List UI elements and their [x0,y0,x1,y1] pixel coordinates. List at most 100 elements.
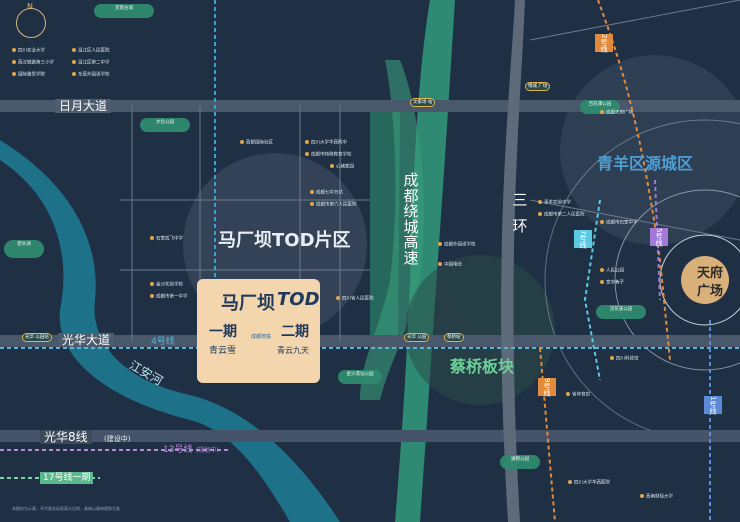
school-icon [600,220,604,224]
project-phase1-name: 青云雪 [209,346,237,356]
school-icon [72,72,76,76]
project-logo: 马厂坝 [221,293,275,314]
poi-icon [310,190,314,194]
poi-label: 四川大学华西附中 [311,140,347,146]
road-guanghua8-note: (建设中) [104,435,131,443]
school-icon [305,152,309,156]
park-tongzi: 通锦公园 [500,455,540,469]
map-footnote: 本图仅为示意，不代表实际距离与比例，具体以政府规划为准 [12,506,120,511]
poi-left-1: 西汉铁路第三小学 [12,60,54,67]
district-qingyang: 青羊区源城区 [597,154,694,173]
metro-line13-label: 13号线 [163,445,193,455]
school-icon [640,494,644,498]
poi-right-2: 成都市第二人民医院 [538,212,585,219]
district-tianfu-1: 天府 [697,266,724,281]
district-tod: 马厂坝TOD片区 [218,230,351,251]
poi-right-5: 宽窄巷子 [600,280,624,287]
project-phase1: 一期 [209,324,237,340]
project-card[interactable]: 马厂坝 TOD 一期 青云雪 成都地铁 二期 青云九天 [197,279,320,383]
poi-right-1: 青羊实验中学 [538,200,571,207]
poi-right-3: 成都市石室中学 [600,220,638,227]
park-bishui: 碧水湖 [4,240,44,258]
metro-line4-label: 4号线 [151,337,175,347]
poi-left-3: 温江区人民医院 [72,48,110,55]
hospital-icon [72,48,76,52]
compass-north-label: N [27,2,33,11]
project-phase2-name: 青云九天 [277,346,309,355]
poi-center-6: 石室成飞中学 [150,236,183,243]
poi-label: 成都市第一中学 [156,294,188,300]
poi-icon [240,140,244,144]
poi-label: 省体育馆 [572,392,590,398]
school-icon [438,242,442,246]
project-phase2: 二期 [281,324,309,340]
park-jinquan: 金沙遗址公园 [338,370,382,384]
school-icon [150,236,154,240]
poi-center-1: 四川大学华西附中 [305,140,347,147]
metro-line9-label: 9号线 [538,378,556,397]
poi-label: 中国电信 [444,262,462,268]
poi-center-7: 金沙实验学校 [150,282,183,289]
poi-center-3: 心绪家园 [330,164,354,171]
poi-label: 成都市第二人民医院 [544,212,585,218]
poi-label: 四川省人民医院 [342,296,374,302]
poi-label: 青羊实验中学 [544,200,571,206]
road-guanghua8: 光华8线 [40,430,92,444]
metro-line2-label: 2号线 [595,34,613,53]
hospital-icon [336,296,340,300]
metro-line5-label: 5号线 [650,228,668,247]
poi-label: 人民公园 [606,268,624,274]
station-wenjia: 文家场 站 [410,98,436,107]
poi-center-11: 中国电信 [438,262,462,269]
park-wenzhou: 文化公园 [140,118,190,132]
poi-label: 温江区人民医院 [78,48,110,54]
poi-label: 四川农业大学 [18,48,45,54]
school-icon [12,72,16,76]
project-badge: 成都地铁 [251,334,272,340]
metro-line13-note: (规划中) [196,447,219,454]
poi-icon [438,262,442,266]
poi-icon [330,164,334,168]
poi-label: 成都市第六人民医院 [316,202,357,208]
poi-left-2: 国际雅思学院 [12,72,45,79]
third-ring-label-1: 三 [512,191,528,209]
poi-label: 心绪家园 [336,164,354,170]
school-icon [150,294,154,298]
poi-label: 成都外国语学校 [444,242,476,248]
poi-label: 四川科技馆 [616,356,639,362]
school-icon [72,60,76,64]
poi-center-4: 成都七中万达 [310,190,343,197]
poi-left-5: 东辰外国语学校 [72,72,110,79]
project-logo-suffix: TOD [277,289,320,310]
poi-center-10: 成都外国语学校 [438,242,476,249]
road-riyue: 日月大道 [55,99,112,113]
station-guangfu: 光华 公园 [404,333,430,342]
poi-label: 温江区第二中学 [78,60,110,66]
poi-center-5: 成都市第六人民医院 [310,202,357,209]
poi-label: 成都市石室中学 [606,220,638,226]
hospital-icon [568,480,572,484]
poi-icon [610,356,614,360]
third-ring-label-2: 环 [512,217,528,235]
poi-center-9: 四川省人民医院 [336,296,374,303]
poi-label: 东辰外国语学校 [78,72,110,78]
school-icon [12,60,16,64]
district-caiqiao: 蔡桥板块 [450,357,515,376]
road-guanghua: 光华大道 [58,333,115,347]
poi-label: 成都市特殊教育学校 [311,152,352,158]
poi-label: 成都七中万达 [316,190,343,196]
park-icon [600,268,604,272]
poi-icon [566,392,570,396]
station-xinan: 锦城 广场 [525,82,551,91]
school-icon [305,140,309,144]
poi-label: 宽窄巷子 [606,280,624,286]
poi-label: 西南财经大学 [646,494,673,500]
ring-road-label-2: 绕城 [403,202,419,236]
school-icon [538,200,542,204]
poi-right-4: 人民公园 [600,268,624,275]
poi-right-9: 四川大学华西医院 [568,480,610,487]
park-furong: 芙蓉古城 [94,4,154,18]
station-guanghua: 光华 公园站 [22,333,52,342]
poi-label: 西部国际社区 [246,140,273,146]
